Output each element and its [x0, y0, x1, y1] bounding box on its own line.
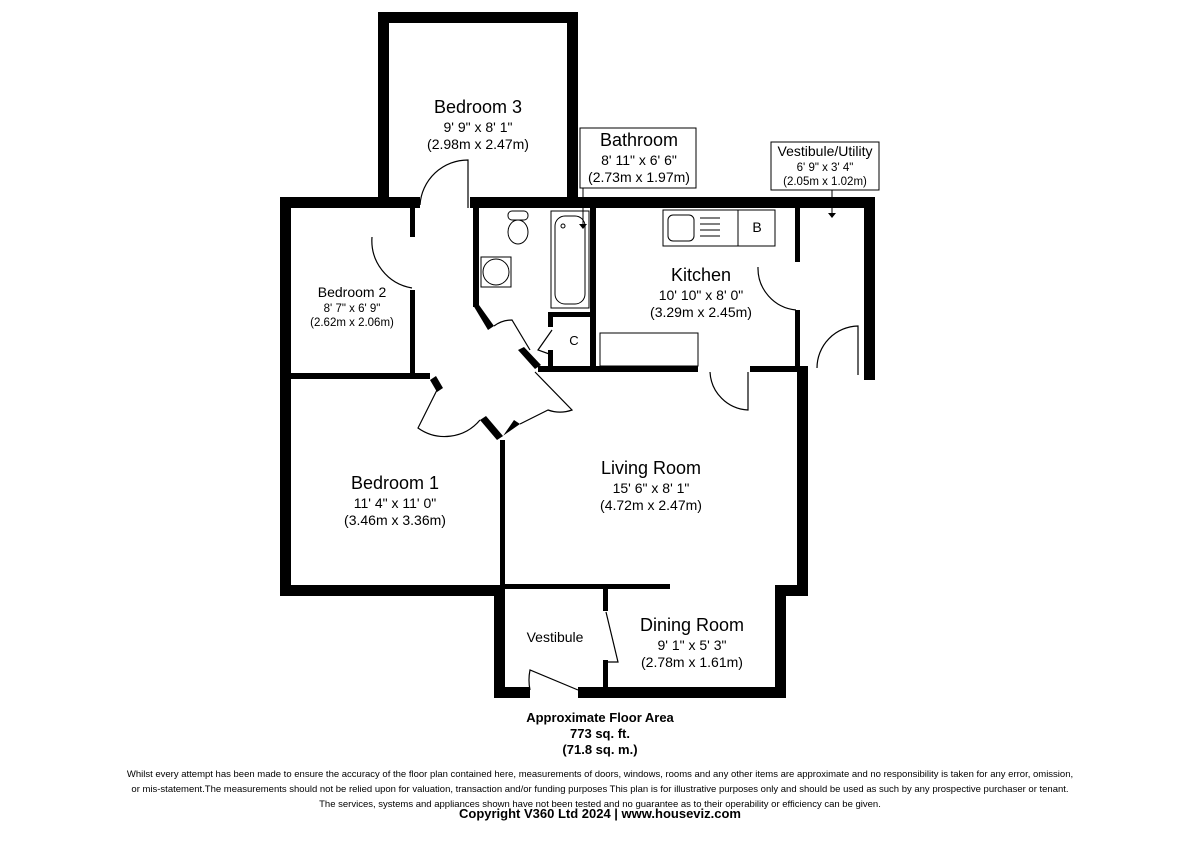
- room-vestibule: Vestibule: [526, 629, 584, 645]
- room-dim-metric: (2.98m x 2.47m): [427, 136, 529, 152]
- kitchen-worktop-icon: [599, 332, 699, 367]
- door-swings: [371, 159, 859, 691]
- utility-label-box: [770, 141, 880, 191]
- disclaimer-line: or mis-statement.The measurements should…: [131, 784, 1069, 795]
- copyright: Copyright V360 Ltd 2024 | www.houseviz.c…: [458, 806, 741, 821]
- room-name: Bedroom 3: [433, 97, 523, 117]
- room-name: Bedroom 2: [317, 284, 387, 300]
- room-dining: Dining Room 9' 1" x 5' 3" (2.78m x 1.61m…: [640, 614, 744, 672]
- room-dim-imperial: 10' 10" x 8' 0": [658, 286, 744, 303]
- bath-icon: [550, 210, 590, 309]
- outer-walls: [280, 12, 875, 698]
- cupboard-label: C: [569, 333, 579, 348]
- arrow-icon: [579, 224, 587, 229]
- room-dim-metric: (3.46m x 3.36m): [344, 512, 446, 528]
- room-name: Dining Room: [639, 615, 745, 635]
- room-bathroom: Bathroom 8' 11" x 6' 6" (2.73m x 1.97m): [588, 129, 690, 187]
- room-name: Bathroom: [599, 130, 679, 150]
- room-dim-metric: (2.62m x 2.06m): [310, 316, 394, 329]
- room-bedroom1: Bedroom 1 11' 4" x 11' 0" (3.46m x 3.36m…: [344, 472, 446, 530]
- room-dim-imperial: 8' 7" x 6' 9": [323, 302, 381, 315]
- room-kitchen: Kitchen 10' 10" x 8' 0" (3.29m x 2.45m): [650, 264, 752, 322]
- sink-icon: [480, 256, 512, 288]
- floor-area: Approximate Floor Area 773 sq. ft. (71.8…: [0, 710, 1200, 758]
- room-dim-imperial: 6' 9" x 3' 4": [796, 161, 854, 174]
- room-living: Living Room 15' 6" x 8' 1" (4.72m x 2.47…: [600, 457, 702, 515]
- floor-area-sqm: (71.8 sq. m.): [562, 742, 638, 757]
- room-dim-metric: (2.73m x 1.97m): [588, 169, 690, 185]
- disclaimer-line: Whilst every attempt has been made to en…: [126, 769, 1074, 780]
- floor-area-sqft: 773 sq. ft.: [570, 726, 630, 741]
- kitchen-counter-sink-icon: [662, 209, 776, 247]
- disclaimer-line: The services, systems and appliances sho…: [319, 799, 881, 810]
- room-name: Bedroom 1: [350, 473, 440, 493]
- room-dim-imperial: 15' 6" x 8' 1": [612, 479, 690, 496]
- bath-tap-icon: [560, 223, 566, 229]
- room-dim-imperial: 9' 9" x 8' 1": [443, 118, 513, 135]
- room-dim-imperial: 11' 4" x 11' 0": [353, 494, 437, 511]
- interior-walls: [290, 207, 808, 688]
- room-dim-imperial: 8' 11" x 6' 6": [601, 151, 677, 168]
- boiler-label: B: [752, 219, 762, 235]
- room-name: Vestibule/Utility: [777, 143, 873, 159]
- room-dim-metric: (2.78m x 1.61m): [641, 654, 743, 670]
- bathroom-label-box: [579, 127, 697, 189]
- room-vestibule-utility: Vestibule/Utility 6' 9" x 3' 4" (2.05m x…: [778, 143, 873, 189]
- room-dim-imperial: 9' 1" x 5' 3": [657, 636, 727, 653]
- room-dim-metric: (3.29m x 2.45m): [650, 304, 752, 320]
- fixtures: [480, 127, 880, 367]
- room-bedroom3: Bedroom 3 9' 9" x 8' 1" (2.98m x 2.47m): [427, 96, 529, 154]
- room-dim-metric: (4.72m x 2.47m): [600, 497, 702, 513]
- room-dim-metric: (2.05m x 1.02m): [783, 175, 867, 188]
- room-bedroom2: Bedroom 2 8' 7" x 6' 9" (2.62m x 2.06m): [310, 284, 394, 330]
- arrow-icon: [828, 213, 836, 218]
- room-name: Living Room: [600, 458, 702, 478]
- room-name: Kitchen: [670, 265, 732, 285]
- floor-area-title: Approximate Floor Area: [526, 710, 674, 725]
- toilet-icon: [507, 219, 529, 245]
- disclaimer: Whilst every attempt has been made to en…: [0, 767, 1200, 812]
